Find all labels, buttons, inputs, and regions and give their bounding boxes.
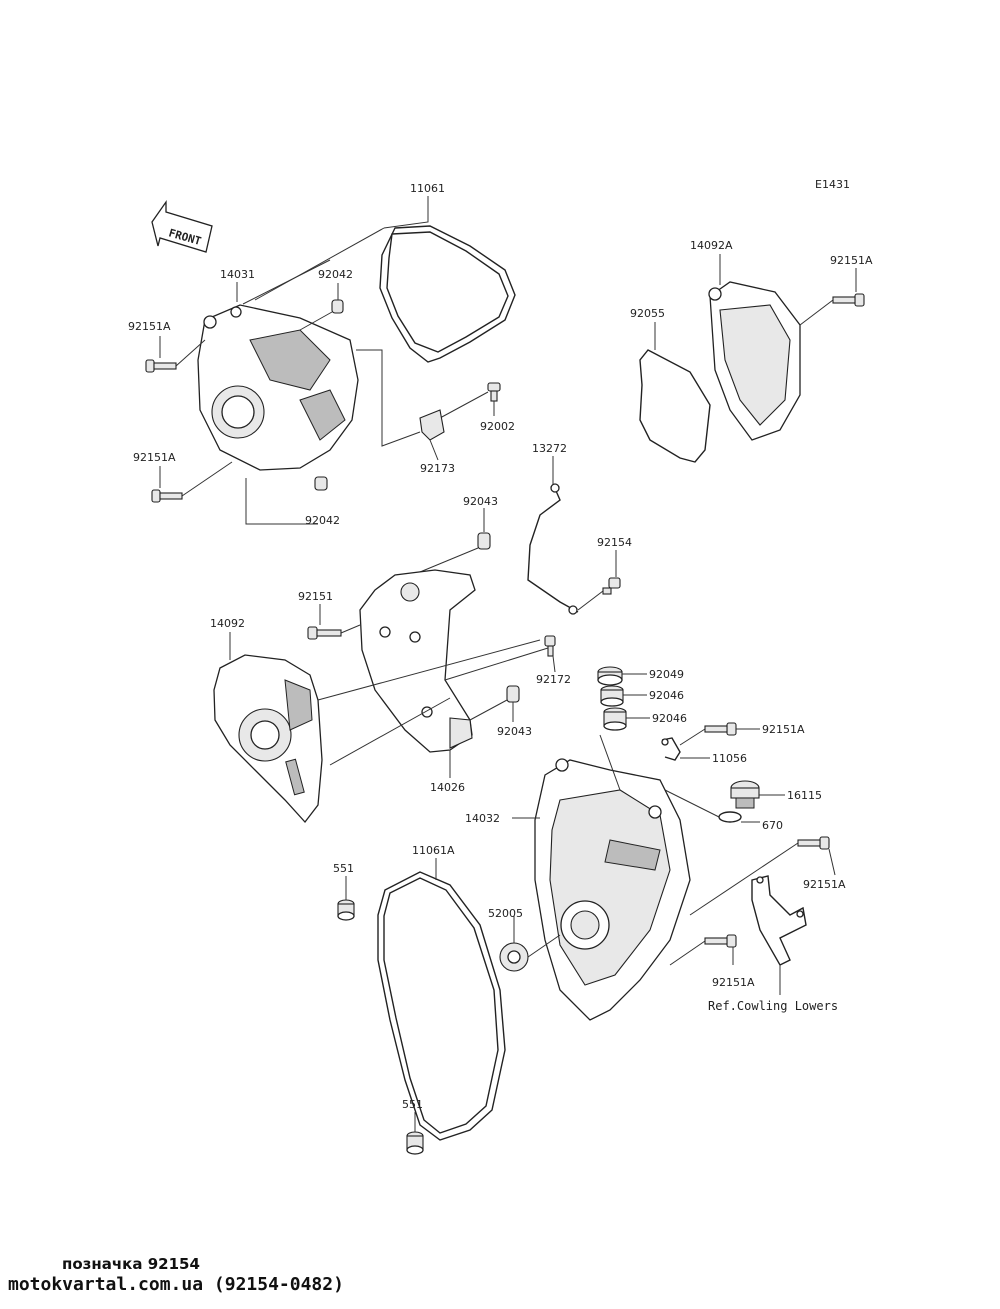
label-13272: 13272 bbox=[532, 442, 567, 455]
label-92151A-f: 92151A bbox=[712, 976, 755, 989]
footer-source-url: motokvartal.com.ua (92154-0482) bbox=[8, 1274, 344, 1295]
part-92151A-bolt-a bbox=[145, 359, 177, 373]
label-92043-bottom: 92043 bbox=[497, 725, 532, 738]
label-14092: 14092 bbox=[210, 617, 245, 630]
part-551-dowel-bottom bbox=[406, 1131, 424, 1155]
label-14031: 14031 bbox=[220, 268, 255, 281]
label-11056: 11056 bbox=[712, 752, 747, 765]
part-16115-plug bbox=[730, 780, 760, 809]
label-92151A-c: 92151A bbox=[830, 254, 873, 267]
label-92042-top: 92042 bbox=[318, 268, 353, 281]
part-92151-bolt bbox=[307, 626, 342, 640]
label-14026: 14026 bbox=[430, 781, 465, 794]
part-92151A-bolt-f bbox=[704, 934, 737, 948]
part-92172-bolt bbox=[544, 635, 556, 657]
label-92049: 92049 bbox=[649, 668, 684, 681]
part-670-oring bbox=[718, 811, 742, 823]
part-14032-clutch-cover bbox=[534, 758, 691, 1021]
part-92042-dowel-top bbox=[331, 299, 344, 314]
label-14032: 14032 bbox=[465, 812, 500, 825]
label-92042-bottom: 92042 bbox=[305, 514, 340, 527]
label-670: 670 bbox=[762, 819, 783, 832]
part-92151A-bolt-e bbox=[797, 836, 830, 850]
label-92055: 92055 bbox=[630, 307, 665, 320]
part-92046-bearing-b bbox=[603, 707, 627, 731]
part-92043-dowel-top bbox=[477, 532, 491, 550]
part-14092A-cover bbox=[708, 281, 801, 441]
label-92172: 92172 bbox=[536, 673, 571, 686]
label-92151A-b: 92151A bbox=[133, 451, 176, 464]
part-92055-gasket bbox=[639, 349, 711, 463]
part-cowling-bracket bbox=[751, 875, 807, 966]
part-551-dowel-top bbox=[337, 899, 355, 921]
part-14092-cover bbox=[213, 654, 323, 824]
label-92151A-d: 92151A bbox=[762, 723, 805, 736]
part-92173-clamp bbox=[419, 409, 445, 441]
part-92043-dowel-bottom bbox=[506, 685, 520, 703]
label-11061: 11061 bbox=[410, 182, 445, 195]
part-11061A-gasket bbox=[377, 871, 506, 1141]
label-14092A: 14092A bbox=[690, 239, 733, 252]
part-92151A-bolt-d bbox=[704, 722, 737, 736]
label-92046-a: 92046 bbox=[649, 689, 684, 702]
label-551-top: 551 bbox=[333, 862, 354, 875]
label-92151: 92151 bbox=[298, 590, 333, 603]
footer-part-note: позначка 92154 bbox=[62, 1255, 200, 1273]
label-92151A-e: 92151A bbox=[803, 878, 846, 891]
part-92151A-bolt-c bbox=[832, 293, 865, 307]
label-52005: 52005 bbox=[488, 907, 523, 920]
part-13272-guide bbox=[527, 483, 579, 613]
part-92049-seal bbox=[597, 666, 623, 686]
label-92173: 92173 bbox=[420, 462, 455, 475]
part-14026-plate bbox=[359, 569, 476, 753]
label-92154: 92154 bbox=[597, 536, 632, 549]
part-92002-bolt bbox=[487, 382, 501, 402]
part-14031-generator-cover bbox=[197, 304, 359, 471]
label-ref-cowling-lowers: Ref.Cowling Lowers bbox=[708, 999, 838, 1013]
part-11061-gasket bbox=[379, 225, 516, 363]
label-16115: 16115 bbox=[787, 789, 822, 802]
label-11061A: 11061A bbox=[412, 844, 455, 857]
part-92151A-bolt-b bbox=[151, 489, 183, 503]
part-92154-bolt bbox=[602, 577, 621, 595]
label-92043-top: 92043 bbox=[463, 495, 498, 508]
label-92046-b: 92046 bbox=[652, 712, 687, 725]
label-92002: 92002 bbox=[480, 420, 515, 433]
front-arrow-icon: FRONT bbox=[151, 199, 213, 253]
part-92046-bearing-a bbox=[600, 685, 624, 707]
part-92042-dowel-bottom bbox=[314, 476, 328, 491]
part-52005-gear bbox=[499, 942, 529, 972]
label-551-bottom: 551 bbox=[402, 1098, 423, 1111]
part-11056-clamp bbox=[661, 737, 681, 761]
diagram-code: E1431 bbox=[815, 178, 850, 191]
label-92151A-a: 92151A bbox=[128, 320, 171, 333]
